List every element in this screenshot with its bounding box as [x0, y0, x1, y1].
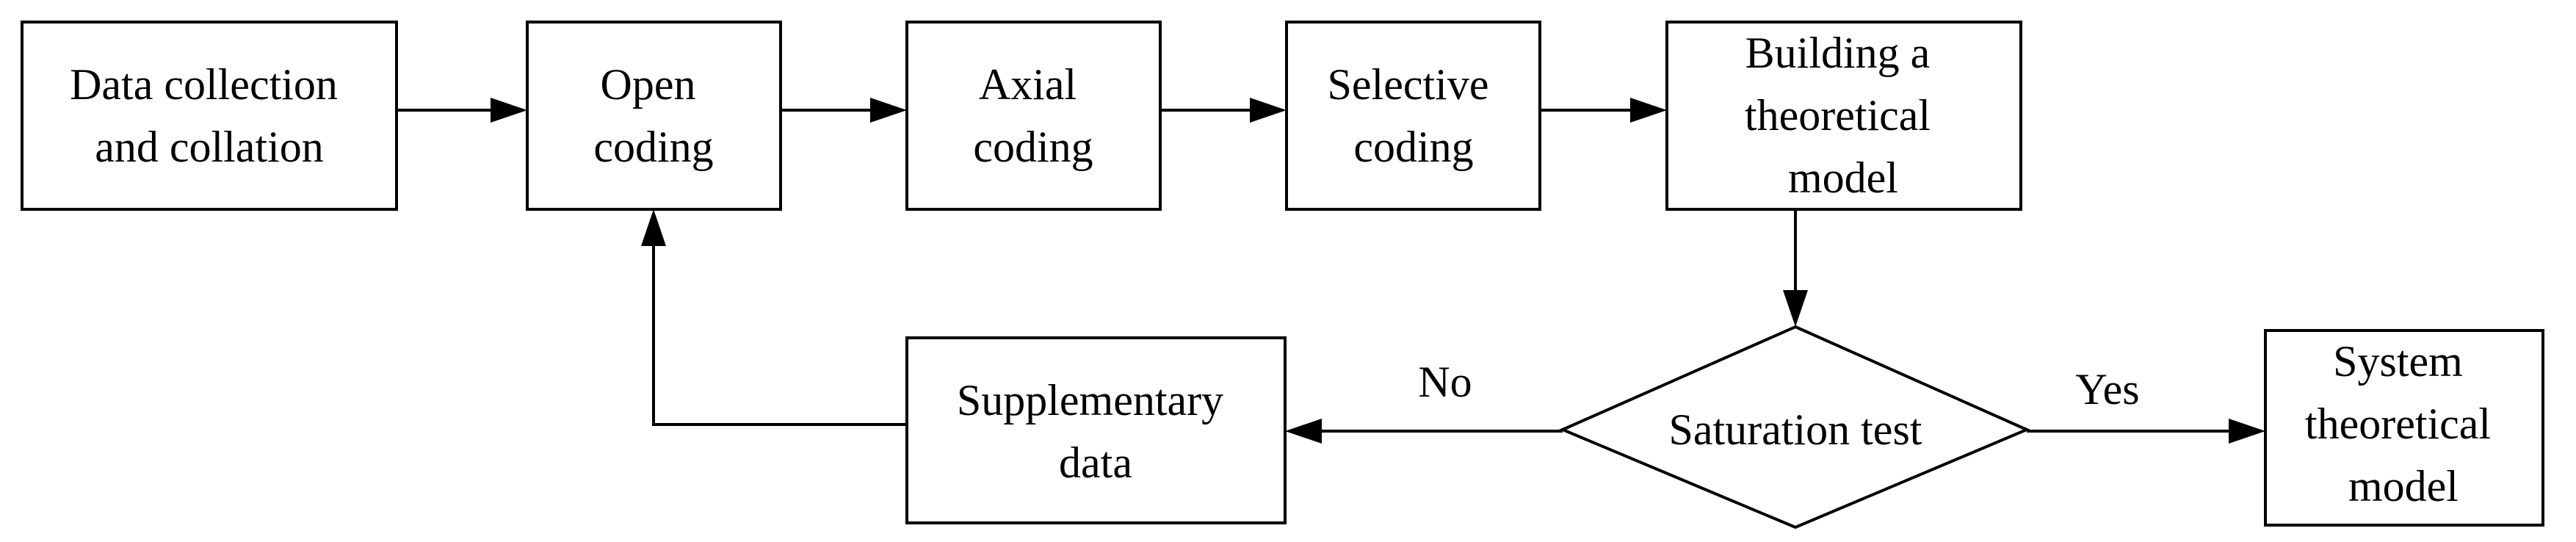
node-building-model: Building a theoretical model: [1665, 21, 2022, 211]
edge-supplementary-to-open-arrowhead: [641, 209, 666, 246]
edge-building-to-saturation-arrowhead: [1783, 290, 1808, 327]
edge-saturation-to-supplementary: No: [1285, 358, 1563, 444]
edge-supplementary-to-open-line: [652, 246, 907, 426]
node-data-collection: Data collection and collation: [21, 21, 398, 211]
node-building-model-label: Building a theoretical model: [1745, 29, 1942, 202]
node-data-collection-line-1: Data collection: [70, 60, 338, 109]
edge-data-to-open-arrowhead: [491, 98, 527, 123]
edge-saturation-to-supplementary-arrowhead: [1285, 419, 1322, 444]
node-open-coding-box: [526, 21, 782, 211]
edge-axial-to-selective: [1160, 98, 1287, 123]
node-open-coding: Open coding: [526, 21, 782, 211]
node-data-collection-line-2: and collation: [95, 123, 324, 171]
node-selective-coding-line-2: coding: [1353, 123, 1473, 171]
edge-data-to-open: [397, 98, 527, 123]
node-open-coding-line-2: coding: [593, 123, 713, 171]
node-system-model-box: [2264, 329, 2544, 527]
node-supplementary-data-box: [905, 336, 1287, 524]
node-data-collection-box: [21, 21, 398, 211]
node-supplementary-data-line-1: Supplementary: [957, 376, 1223, 424]
node-system-model-label: System theoretical model: [2305, 337, 2502, 510]
node-building-model-box: [1665, 21, 2022, 211]
node-selective-coding-box: [1285, 21, 1541, 211]
edge-open-to-axial: [781, 98, 907, 123]
node-data-collection-label: Data collection and collation: [70, 60, 349, 171]
node-supplementary-data: Supplementary data: [905, 336, 1287, 524]
node-system-model-line-1: System: [2333, 337, 2463, 386]
edge-no-label: No: [1418, 358, 1472, 406]
edge-open-to-axial-arrowhead: [870, 98, 907, 123]
node-saturation-test-label: Saturation test: [1669, 405, 1922, 454]
node-supplementary-data-label: Supplementary data: [957, 376, 1234, 487]
node-axial-coding-box: [905, 21, 1162, 211]
node-selective-coding: Selective coding: [1285, 21, 1541, 211]
node-axial-coding: Axial coding: [905, 21, 1162, 211]
node-saturation-test-diamond: [1558, 325, 2031, 530]
edge-supplementary-to-open: [641, 209, 907, 426]
node-axial-coding-line-2: coding: [973, 123, 1093, 171]
node-selective-coding-label: Selective coding: [1328, 60, 1500, 171]
edge-saturation-to-system-arrowhead: [2229, 419, 2265, 444]
node-saturation-test: Saturation test: [1558, 325, 2031, 530]
edge-saturation-to-system: Yes: [2027, 365, 2265, 444]
edge-yes-label: Yes: [2075, 365, 2139, 413]
node-selective-coding-line-1: Selective: [1328, 60, 1489, 109]
node-system-model-line-3: model: [2348, 462, 2459, 510]
node-system-model-line-2: theoretical: [2305, 400, 2491, 448]
node-building-model-line-2: theoretical: [1745, 91, 1931, 140]
edge-selective-to-building-arrowhead: [1630, 98, 1667, 123]
edge-building-to-saturation: [1783, 209, 1808, 327]
node-open-coding-line-1: Open: [601, 60, 696, 109]
node-supplementary-data-line-2: data: [1059, 438, 1132, 487]
node-building-model-line-1: Building a: [1745, 29, 1931, 77]
node-axial-coding-label: Axial coding: [973, 60, 1093, 171]
edge-selective-to-building: [1540, 98, 1667, 123]
node-system-model: System theoretical model: [2264, 329, 2544, 527]
edge-axial-to-selective-arrowhead: [1250, 98, 1287, 123]
node-axial-coding-line-1: Axial: [979, 60, 1077, 109]
node-open-coding-label: Open coding: [593, 60, 713, 171]
node-building-model-line-3: model: [1788, 153, 1898, 202]
